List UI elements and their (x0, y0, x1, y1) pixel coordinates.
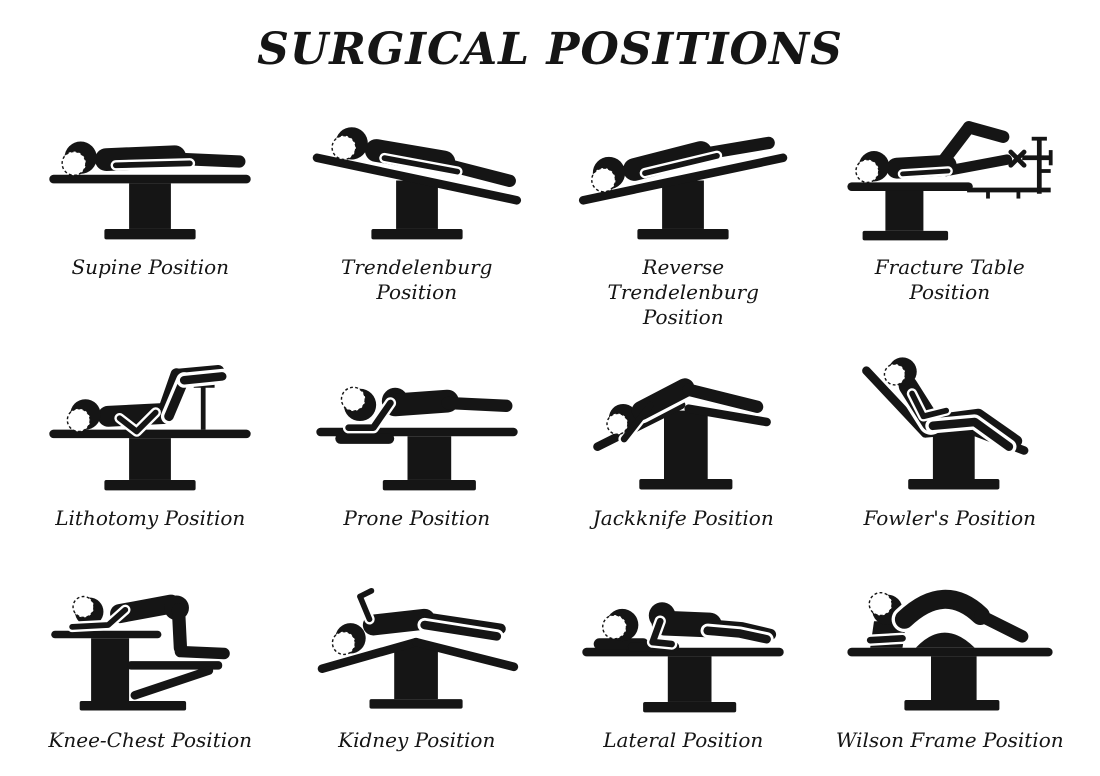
jackknife-icon (564, 346, 802, 498)
position-card-prone: Prone Position (284, 346, 551, 552)
positions-grid: Supine Position Trendelenburg Position (17, 95, 1083, 774)
position-card-reverse-trendelenburg: Reverse Trendelenburg Position (550, 95, 817, 330)
wilson-frame-icon (831, 568, 1069, 720)
position-label: Jackknife Position (592, 506, 774, 530)
lithotomy-icon (31, 346, 269, 498)
position-card-jackknife: Jackknife Position (550, 346, 817, 552)
position-card-lithotomy: Lithotomy Position (17, 346, 284, 552)
lateral-icon (564, 568, 802, 720)
position-card-fowlers: Fowler's Position (817, 346, 1084, 552)
position-label: Wilson Frame Position (835, 728, 1064, 752)
knee-chest-icon (31, 568, 269, 720)
reverse-trendelenburg-icon (564, 95, 802, 247)
position-card-kidney: Kidney Position (284, 568, 551, 774)
position-label: Fracture Table Position (874, 255, 1025, 304)
position-card-trendelenburg: Trendelenburg Position (284, 95, 551, 330)
position-label: Prone Position (343, 506, 491, 530)
position-label: Supine Position (71, 255, 230, 279)
position-label: Kidney Position (338, 728, 496, 752)
fracture-table-icon (831, 95, 1069, 247)
kidney-icon (298, 568, 536, 720)
position-label: Trendelenburg Position (341, 255, 493, 304)
position-label: Lateral Position (603, 728, 764, 752)
trendelenburg-icon (298, 95, 536, 247)
position-label: Reverse Trendelenburg Position (607, 255, 759, 329)
position-card-fracture-table: Fracture Table Position (817, 95, 1084, 330)
position-card-lateral: Lateral Position (550, 568, 817, 774)
position-card-knee-chest: Knee-Chest Position (17, 568, 284, 774)
position-card-wilson-frame: Wilson Frame Position (817, 568, 1084, 774)
position-label: Knee-Chest Position (48, 728, 253, 752)
page-title: SURGICAL POSITIONS (257, 24, 843, 75)
fowlers-icon (831, 346, 1069, 498)
prone-icon (298, 346, 536, 498)
supine-icon (31, 95, 269, 247)
position-card-supine: Supine Position (17, 95, 284, 330)
position-label: Lithotomy Position (55, 506, 246, 530)
position-label: Fowler's Position (863, 506, 1037, 530)
